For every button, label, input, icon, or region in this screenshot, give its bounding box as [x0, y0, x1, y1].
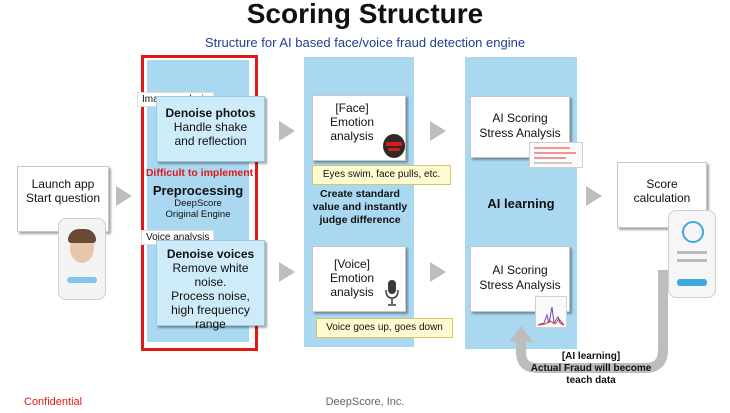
preprocessing-title: Preprocessing [152, 183, 244, 198]
preprocessing-sub-1: DeepScore [174, 198, 222, 209]
preprocessing-block: Preprocessing DeepScore Original Engine [147, 183, 249, 220]
voice-label-1: [Voice] [333, 257, 371, 271]
feedback-loop-arrow [509, 270, 668, 373]
denoise-photos-body: Handle shake and reflection [173, 120, 248, 148]
phone-image-left [58, 218, 106, 300]
voice-note: Voice goes up, goes down [316, 318, 453, 338]
feedback-text: [AI learning] Actual Fraud will become t… [528, 351, 654, 387]
launch-label-1: Launch app [31, 177, 95, 191]
denoise-voices-title: Denoise voices [166, 247, 255, 261]
face-label-2: Emotion [329, 115, 375, 129]
page-title: Scoring Structure [246, 0, 484, 29]
flow-arrow-1 [116, 186, 132, 206]
denoise-voices-body-1: Remove white noise. [172, 261, 249, 289]
stress-chart-thumbnail-top [529, 142, 583, 168]
flow-arrow-3b [430, 262, 446, 282]
face-label-3: analysis [330, 129, 374, 143]
flow-arrow-2b [279, 262, 295, 282]
footer-confidential: Confidential [24, 396, 83, 408]
page-subtitle: Structure for AI based face/voice fraud … [204, 35, 526, 50]
difficult-label: Difficult to implement [145, 167, 254, 179]
denoise-voices-box: Denoise voices Remove white noise. Proce… [156, 240, 265, 331]
score-label-2: calculation [633, 191, 691, 205]
denoise-photos-title: Denoise photos [165, 106, 256, 120]
ai-bottom-label-1: AI Scoring [492, 263, 548, 277]
feedback-label-3: teach data [566, 375, 616, 386]
voice-label-3: analysis [330, 285, 374, 299]
microphone-icon [384, 278, 400, 308]
flow-arrow-4 [586, 186, 602, 206]
denoise-photos-box: Denoise photos Handle shake and reflecti… [156, 96, 265, 162]
standard-text: Create standard value and instantly judg… [312, 188, 408, 226]
flow-arrow-3a [430, 121, 446, 141]
denoise-voices-body-2: Process noise, high frequency range [171, 289, 250, 331]
feedback-label-2: Actual Fraud will become [530, 363, 652, 374]
voice-label-2: Emotion [329, 271, 375, 285]
preprocessing-sub-2: Original Engine [165, 209, 231, 220]
stress-chart-thumbnail-bottom [535, 296, 567, 328]
feedback-label-1: [AI learning] [561, 351, 621, 362]
launch-label-2: Start question [25, 191, 101, 205]
ai-top-label-2: Stress Analysis [479, 126, 561, 140]
ai-bottom-label-2: Stress Analysis [479, 278, 561, 292]
voice-emotion-panel: [Voice] Emotion analysis [312, 246, 406, 312]
ai-learning-label: AI learning [487, 196, 555, 211]
face-label-1: [Face] [335, 101, 369, 115]
footer-company: DeepScore, Inc. [325, 396, 405, 408]
face-image [383, 134, 405, 158]
flow-arrow-2a [279, 121, 295, 141]
face-note: Eyes swim, face pulls, etc. [312, 165, 451, 185]
phone-image-right [668, 210, 716, 298]
score-label-1: Score [646, 177, 678, 191]
ai-top-label-1: AI Scoring [492, 111, 548, 125]
